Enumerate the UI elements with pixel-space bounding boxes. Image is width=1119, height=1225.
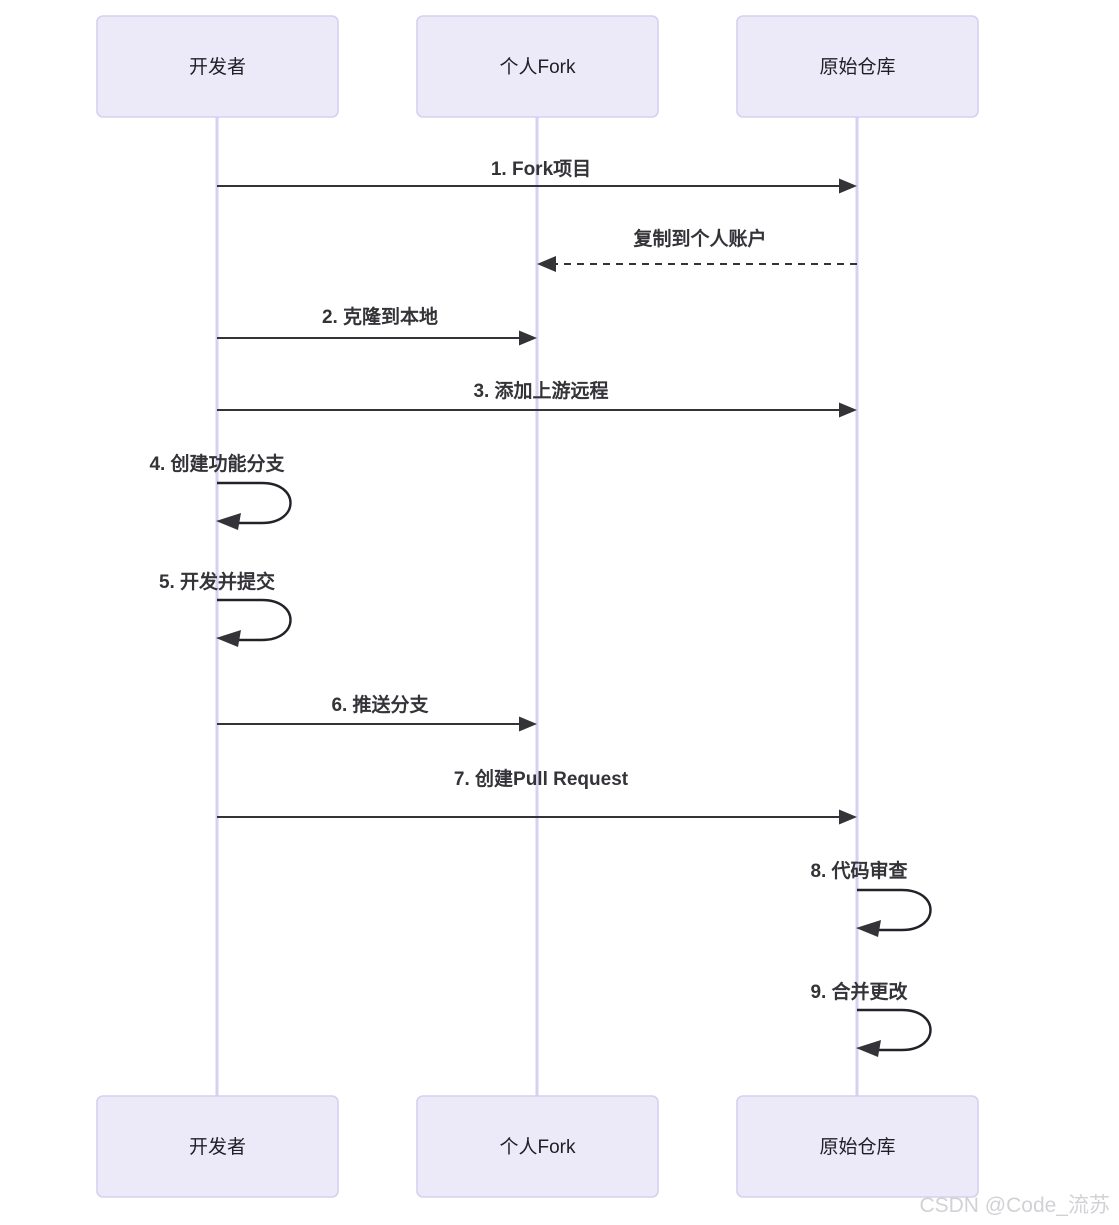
message-4-loop <box>217 481 292 525</box>
message-3-label: 3. 添加上游远程 <box>473 379 608 402</box>
message-4-arrowhead <box>216 513 241 530</box>
message-2-label: 2. 克隆到本地 <box>322 305 438 328</box>
message-5[interactable]: 5. 开发并提交 <box>159 570 292 647</box>
actor-label-dev-bottom: 开发者 <box>189 1136 246 1158</box>
message-9-label: 9. 合并更改 <box>810 980 908 1003</box>
actor-box-dev-top[interactable] <box>96 15 339 118</box>
message-6-label: 6. 推送分支 <box>331 693 429 716</box>
message-9[interactable]: 9. 合并更改 <box>810 980 932 1057</box>
message-8[interactable]: 8. 代码审查 <box>810 859 932 937</box>
message-return-copy[interactable]: 复制到个人账户 <box>537 227 857 272</box>
actor-header-repo[interactable]: 原始仓库 <box>736 15 979 118</box>
message-5-label: 5. 开发并提交 <box>159 570 275 593</box>
message-2[interactable]: 2. 克隆到本地 <box>217 305 537 346</box>
message-4[interactable]: 4. 创建功能分支 <box>149 452 292 530</box>
actor-footer-dev[interactable]: 开发者 <box>96 1095 339 1198</box>
message-5-loop <box>217 598 292 642</box>
message-7-arrowhead <box>839 809 857 825</box>
message-return-copy-arrowhead <box>537 256 556 272</box>
actor-label-repo-top: 原始仓库 <box>819 56 895 78</box>
message-9-loop <box>857 1008 932 1052</box>
actor-label-dev-top: 开发者 <box>189 56 246 78</box>
actor-box-fork-top[interactable] <box>416 15 659 118</box>
actor-header-fork[interactable]: 个人Fork <box>416 15 659 118</box>
message-7[interactable]: 7. 创建Pull Request <box>217 767 857 825</box>
actor-label-fork-bottom: 个人Fork <box>499 1136 576 1158</box>
message-4-label: 4. 创建功能分支 <box>149 452 285 475</box>
message-3-arrowhead <box>839 402 857 418</box>
actor-footer-repo[interactable]: 原始仓库 <box>736 1095 979 1198</box>
actor-box-repo-top[interactable] <box>736 15 979 118</box>
message-9-arrowhead <box>856 1040 881 1057</box>
actor-label-repo-bottom: 原始仓库 <box>819 1136 895 1158</box>
watermark-text: CSDN @Code_流苏 <box>919 1194 1110 1217</box>
actor-box-dev-bottom[interactable] <box>96 1095 339 1198</box>
actor-header-dev[interactable]: 开发者 <box>96 15 339 118</box>
actor-box-fork-bottom[interactable] <box>416 1095 659 1198</box>
message-5-arrowhead <box>216 630 241 647</box>
message-6-arrowhead <box>519 716 537 732</box>
message-1[interactable]: 1. Fork项目 <box>217 158 857 194</box>
message-return-copy-label: 复制到个人账户 <box>632 227 766 250</box>
actor-box-repo-bottom[interactable] <box>736 1095 979 1198</box>
actor-footer-fork[interactable]: 个人Fork <box>416 1095 659 1198</box>
message-1-arrowhead <box>839 178 857 194</box>
message-3[interactable]: 3. 添加上游远程 <box>217 379 857 418</box>
message-6[interactable]: 6. 推送分支 <box>217 693 537 732</box>
lifelines <box>215 117 859 1097</box>
message-2-arrowhead <box>519 330 537 346</box>
message-7-label: 7. 创建Pull Request <box>454 767 629 790</box>
message-8-arrowhead <box>856 920 881 937</box>
message-8-loop <box>857 888 932 932</box>
actor-label-fork-top: 个人Fork <box>499 56 576 78</box>
message-8-label: 8. 代码审查 <box>810 859 908 882</box>
message-1-label: 1. Fork项目 <box>491 158 591 180</box>
